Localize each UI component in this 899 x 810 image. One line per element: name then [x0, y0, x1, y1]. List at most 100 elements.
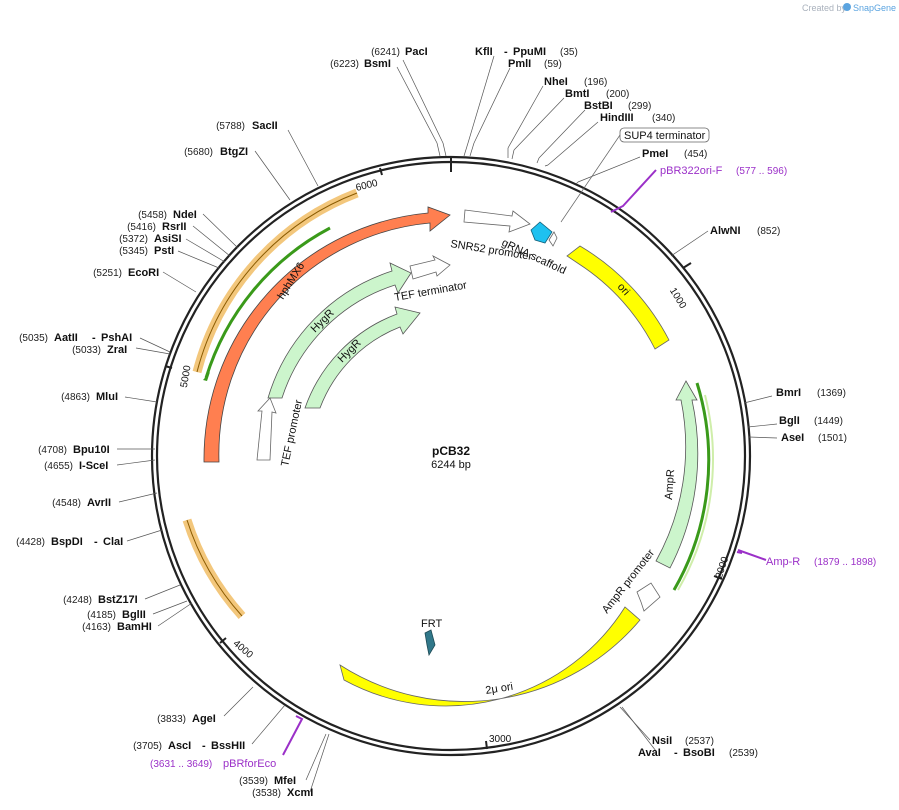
enzyme-name-avai[interactable]: AvaI: [638, 747, 661, 759]
enzyme-name-asci[interactable]: AscI: [168, 740, 191, 752]
enzyme-pos-aatii: (5035): [19, 333, 48, 344]
enzyme-pos-bpu10i: (4708): [38, 445, 67, 456]
enzyme-sep-bsobi: -: [674, 747, 678, 759]
enzyme-name-bstz17i[interactable]: BstZ17I: [98, 594, 138, 606]
primer-range-amp-r: (1879 .. 1898): [814, 557, 876, 568]
enzyme-sep-pshai: -: [92, 332, 96, 344]
enzyme-pos-bglii: (4185): [87, 610, 116, 621]
snr52-promoter-feature[interactable]: [463, 209, 531, 233]
orf-orange-top-line: [196, 192, 358, 373]
enzyme-name-bsshii[interactable]: BssHII: [211, 740, 245, 752]
primer-name-pbrforeco[interactable]: pBRforEco: [223, 758, 276, 770]
plasmid-length: 6244 bp: [431, 459, 471, 471]
enzyme-name-ecori[interactable]: EcoRI: [128, 267, 159, 279]
enzyme-name-nsii[interactable]: NsiI: [652, 735, 672, 747]
enzyme-name-nhei[interactable]: NheI: [544, 76, 568, 88]
tick-5000: [164, 365, 173, 369]
enzyme-name-mfei[interactable]: MfeI: [274, 775, 296, 787]
frt-label: FRT: [421, 618, 442, 630]
primer-name-amp-r[interactable]: Amp-R: [766, 556, 800, 568]
two-mu-ori-feature[interactable]: [339, 606, 641, 707]
ampr-promoter-feature[interactable]: [636, 582, 661, 612]
enzyme-pos-pmei: (454): [684, 149, 707, 160]
enzyme-name-paci[interactable]: PacI: [405, 46, 428, 58]
enzyme-name-agei[interactable]: AgeI: [192, 713, 216, 725]
orf-orange-bottom-line: [186, 519, 243, 617]
tick-label-1000: 1000: [667, 286, 688, 311]
enzyme-name-asisi[interactable]: AsiSI: [154, 233, 182, 245]
credit-brand: SnapGene: [853, 3, 896, 13]
enzyme-pos-asci: (3705): [133, 741, 162, 752]
enzyme-pos-bstz17i: (4248): [63, 595, 92, 606]
enzyme-name-btgzi[interactable]: BtgZI: [220, 146, 248, 158]
enzyme-pos-alwni: (852): [757, 226, 780, 237]
enzyme-pos-bspdi: (4428): [16, 537, 45, 548]
tick-3000: [485, 740, 488, 750]
ampr-label: AmpR: [663, 469, 677, 500]
ori-feature[interactable]: [566, 245, 670, 350]
enzyme-pos-rsrii: (5416): [127, 222, 156, 233]
enzyme-pos-sacii: (5788): [216, 121, 245, 132]
tick-label-6000: 6000: [355, 178, 380, 194]
enzyme-name-rsrii[interactable]: RsrII: [162, 221, 186, 233]
enzyme-name-i-scei[interactable]: I-SceI: [79, 460, 108, 472]
enzyme-pos-bmti: (200): [606, 89, 629, 100]
enzyme-name-sacii[interactable]: SacII: [252, 120, 278, 132]
enzyme-name-bamhi[interactable]: BamHI: [117, 621, 152, 633]
frt-feature[interactable]: [424, 629, 436, 657]
enzyme-pos-bamhi: (4163): [82, 622, 111, 633]
enzyme-pos-nsii: (2537): [685, 736, 714, 747]
enzyme-name-clai[interactable]: ClaI: [103, 536, 123, 548]
enzyme-name-bsobi[interactable]: BsoBI: [683, 747, 715, 759]
tef-promoter-label: TEF promoter: [279, 398, 305, 467]
grna-scaffold-feature[interactable]: [530, 221, 553, 244]
enzyme-name-bmti[interactable]: BmtI: [565, 88, 589, 100]
enzyme-name-bmri[interactable]: BmrI: [776, 387, 801, 399]
enzyme-pos-pmli: (59): [544, 59, 562, 70]
enzyme-sep-clai: -: [94, 536, 98, 548]
enzyme-pos-mfei: (3539): [239, 776, 268, 787]
orf-green-left: [204, 226, 331, 379]
enzyme-pos-xcmi: (3538): [252, 788, 281, 799]
enzyme-name-pshai[interactable]: PshAI: [101, 332, 132, 344]
enzyme-name-pmli[interactable]: PmlI: [508, 58, 531, 70]
enzyme-name-bglii[interactable]: BglII: [122, 609, 146, 621]
hygr-inner-feature[interactable]: [304, 306, 421, 409]
enzyme-name-kfli[interactable]: KflI: [475, 46, 493, 58]
enzyme-name-ppumi[interactable]: PpuMI: [513, 46, 546, 58]
primer-name-pbr322ori-f[interactable]: pBR322ori-F: [660, 165, 723, 177]
enzyme-name-avrii[interactable]: AvrII: [87, 497, 111, 509]
ampr-feature[interactable]: [655, 380, 699, 569]
enzyme-name-pmei[interactable]: PmeI: [642, 148, 668, 160]
enzyme-name-bstbi[interactable]: BstBI: [584, 100, 613, 112]
tick-marks: [164, 157, 723, 750]
enzyme-name-bpu10i[interactable]: Bpu10I: [73, 444, 110, 456]
enzyme-name-xcmi[interactable]: XcmI: [287, 787, 313, 799]
enzyme-name-bgli[interactable]: BglI: [779, 415, 800, 427]
enzyme-pos-bmri: (1369): [817, 388, 846, 399]
enzyme-pos-asisi: (5372): [119, 234, 148, 245]
primer-range-pbrforeco: (3631 .. 3649): [150, 759, 212, 770]
enzyme-name-aatii[interactable]: AatII: [54, 332, 78, 344]
enzyme-name-zrai[interactable]: ZraI: [107, 344, 127, 356]
enzyme-name-mlui[interactable]: MluI: [96, 391, 118, 403]
tick-4000: [219, 637, 227, 644]
enzyme-name-hindiii[interactable]: HindIII: [600, 112, 634, 124]
hphmx6-feature[interactable]: [203, 206, 451, 463]
enzyme-sep-bsshii: -: [202, 740, 206, 752]
tef-terminator-feature[interactable]: [409, 255, 451, 280]
enzyme-name-alwni[interactable]: AlwNI: [710, 225, 741, 237]
enzyme-pos-avrii: (4548): [52, 498, 81, 509]
tef-promoter-feature[interactable]: [256, 397, 277, 461]
hygr-outer-feature[interactable]: [267, 262, 412, 399]
orf-green-right-halo: [677, 394, 714, 591]
enzyme-sep-ppumi: -: [504, 46, 508, 58]
enzyme-name-bspdi[interactable]: BspDI: [51, 536, 83, 548]
tick-label-5000: 5000: [179, 364, 194, 388]
enzyme-name-asei[interactable]: AseI: [781, 432, 804, 444]
enzyme-name-psti[interactable]: PstI: [154, 245, 174, 257]
sup4-terminator-feature[interactable]: [548, 231, 558, 247]
enzyme-name-ndei[interactable]: NdeI: [173, 209, 197, 221]
enzyme-name-bsmi[interactable]: BsmI: [364, 58, 391, 70]
tick-1000: [682, 262, 692, 269]
